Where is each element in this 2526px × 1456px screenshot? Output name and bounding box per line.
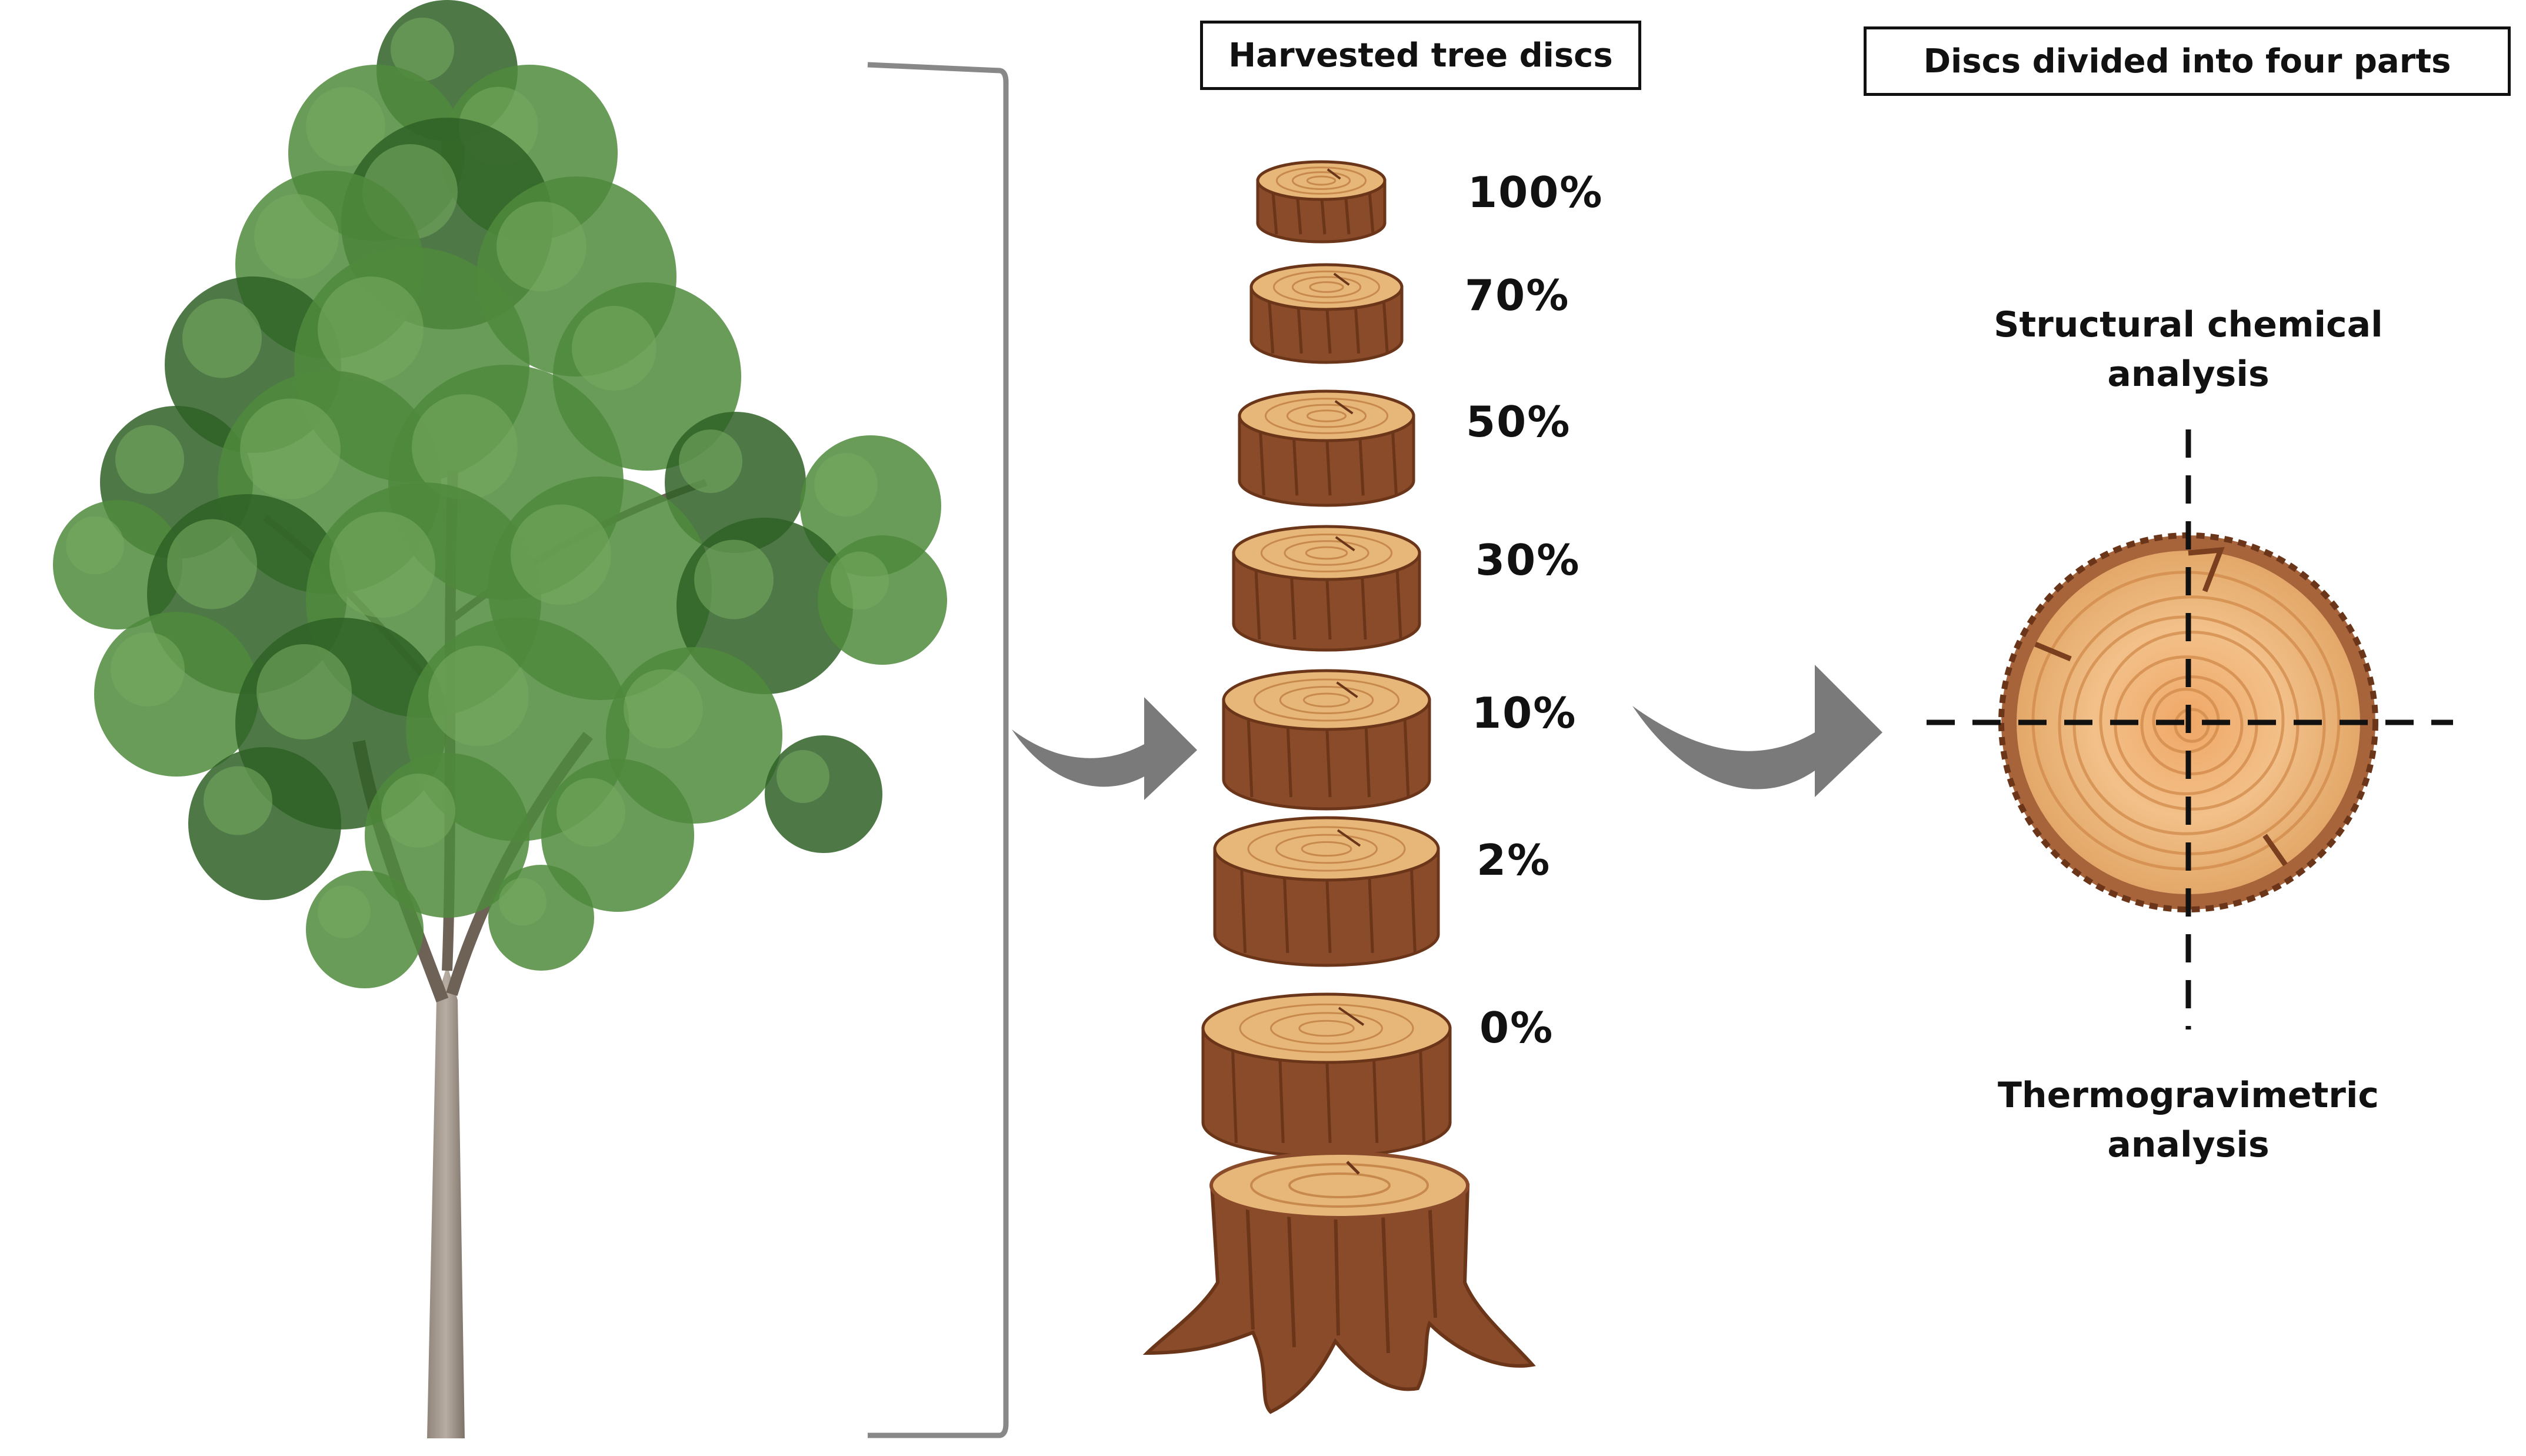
disc-label-7: 0% (1479, 1003, 1554, 1052)
disc-label-3: 50% (1466, 397, 1571, 447)
disc-1 (1256, 160, 1387, 244)
arrow-tree-to-discs (1012, 697, 1197, 800)
disc-stack (1201, 160, 1452, 1158)
disc-5 (1222, 669, 1431, 811)
tree-bracket (867, 62, 1009, 1438)
crack-left (2034, 641, 2072, 662)
header-discs-divided: Discs divided into four parts (1864, 26, 2511, 96)
disc-label-4: 30% (1475, 535, 1581, 585)
tree-stump (1142, 1151, 1536, 1414)
stump-body (1142, 1184, 1536, 1414)
disc-6 (1213, 816, 1440, 967)
stump-top (1209, 1151, 1469, 1220)
tree-canopy (53, 0, 947, 988)
disc-7 (1201, 992, 1452, 1158)
disc-label-1: 100% (1468, 168, 1604, 217)
disc-3 (1238, 389, 1415, 507)
disc-2 (1249, 263, 1404, 364)
arrow-discs-to-section (1632, 665, 1882, 797)
disc-label-2: 70% (1465, 271, 1570, 320)
crack-right (2262, 834, 2288, 867)
analysis-top-label: Structural chemical analysis (1994, 304, 2383, 395)
disc-label-5: 10% (1472, 688, 1577, 738)
disc-4 (1232, 525, 1421, 652)
disc-bark (1213, 847, 1440, 967)
crack-top (2188, 547, 2225, 592)
tree-illustration (53, 0, 947, 1438)
cross-section-disc (1927, 429, 2453, 1029)
analysis-bottom-label: Thermogravimetric analysis (1998, 1075, 2379, 1165)
tree-trunk (427, 965, 465, 1438)
header-harvested-discs: Harvested tree discs (1200, 21, 1641, 90)
disc-bark (1222, 698, 1431, 811)
disc-label-6: 2% (1477, 835, 1551, 885)
